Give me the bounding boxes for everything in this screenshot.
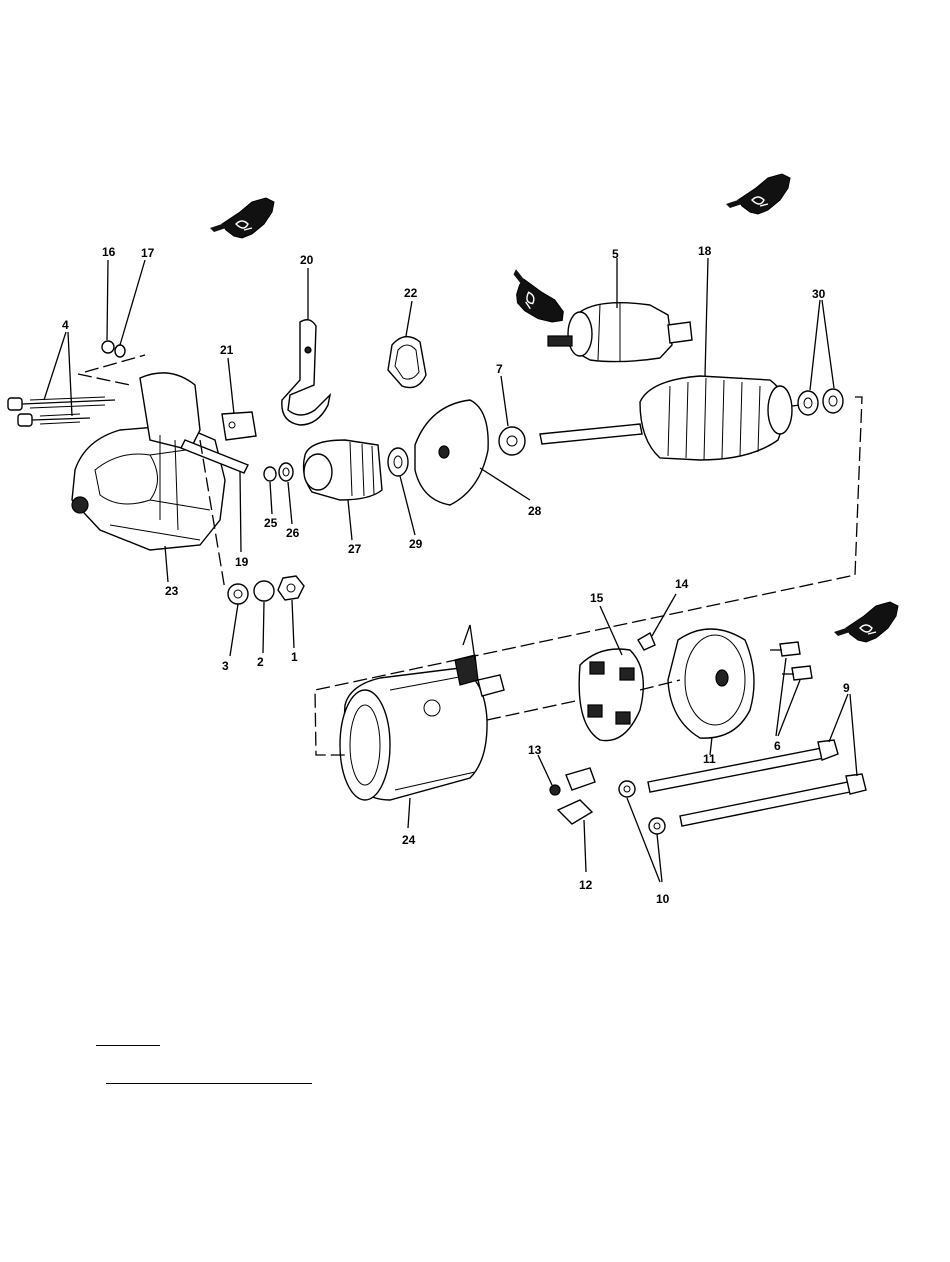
callout-18: 18 [698,244,712,258]
callout-28: 28 [528,504,542,518]
intermediate-bearing-plate [415,400,488,505]
pointing-hand-icon [726,174,790,214]
callout-27: 27 [348,542,362,556]
callout-2: 2 [257,655,264,669]
callout-23: 23 [165,584,179,598]
washer [823,389,843,413]
callout-19: 19 [235,555,249,569]
nut [278,576,304,600]
pointing-hand-icon [507,259,566,333]
callout-25: 25 [264,516,278,530]
washer [115,345,125,357]
lock-washer [254,581,274,601]
bolt-pair [8,397,115,426]
callout-13: 13 [528,743,542,757]
stop-collar [279,463,293,481]
callout-1: 1 [291,650,298,664]
screw-pair [770,642,812,680]
callout-21: 21 [220,343,234,357]
callout-30: 30 [812,287,826,301]
callout-29: 29 [409,537,423,551]
commutator-end-housing [668,629,754,738]
washer [228,584,248,604]
callout-4: 4 [62,318,69,332]
washer [619,781,635,797]
shift-lever [282,320,330,425]
callout-26: 26 [286,526,300,540]
pointing-hand-icon [210,198,274,238]
snap-ring [264,467,276,481]
armature [540,376,808,460]
callout-5: 5 [612,247,619,261]
blank-rule-short [96,1045,160,1046]
callout-15: 15 [590,591,604,605]
field-frame [340,625,504,800]
callout-20: 20 [300,253,314,267]
callout-10: 10 [656,892,670,906]
callout-3: 3 [222,659,229,673]
cover-plate [222,412,256,440]
callout-14: 14 [675,577,689,591]
callout-6: 6 [774,739,781,753]
through-bolts [648,740,866,826]
callout-9: 9 [843,681,850,695]
callout-24: 24 [402,833,416,847]
pointing-hand-icon [834,602,898,642]
callout-11: 11 [703,752,716,766]
callout-16: 16 [102,245,116,259]
brush-holder [579,649,643,741]
nut [102,341,114,353]
brush-set [550,768,595,824]
callout-12: 12 [579,878,593,892]
callout-7: 7 [496,362,503,376]
washer [798,391,818,415]
pinion-drive [304,440,382,500]
gasket [388,337,426,388]
blank-rule-long [106,1083,312,1084]
drive-end-housing [72,373,225,550]
solenoid [548,302,692,362]
washer [499,427,525,455]
thrust-washer [388,448,408,476]
callout-22: 22 [404,286,418,300]
washer [649,818,665,834]
callout-17: 17 [141,246,155,260]
